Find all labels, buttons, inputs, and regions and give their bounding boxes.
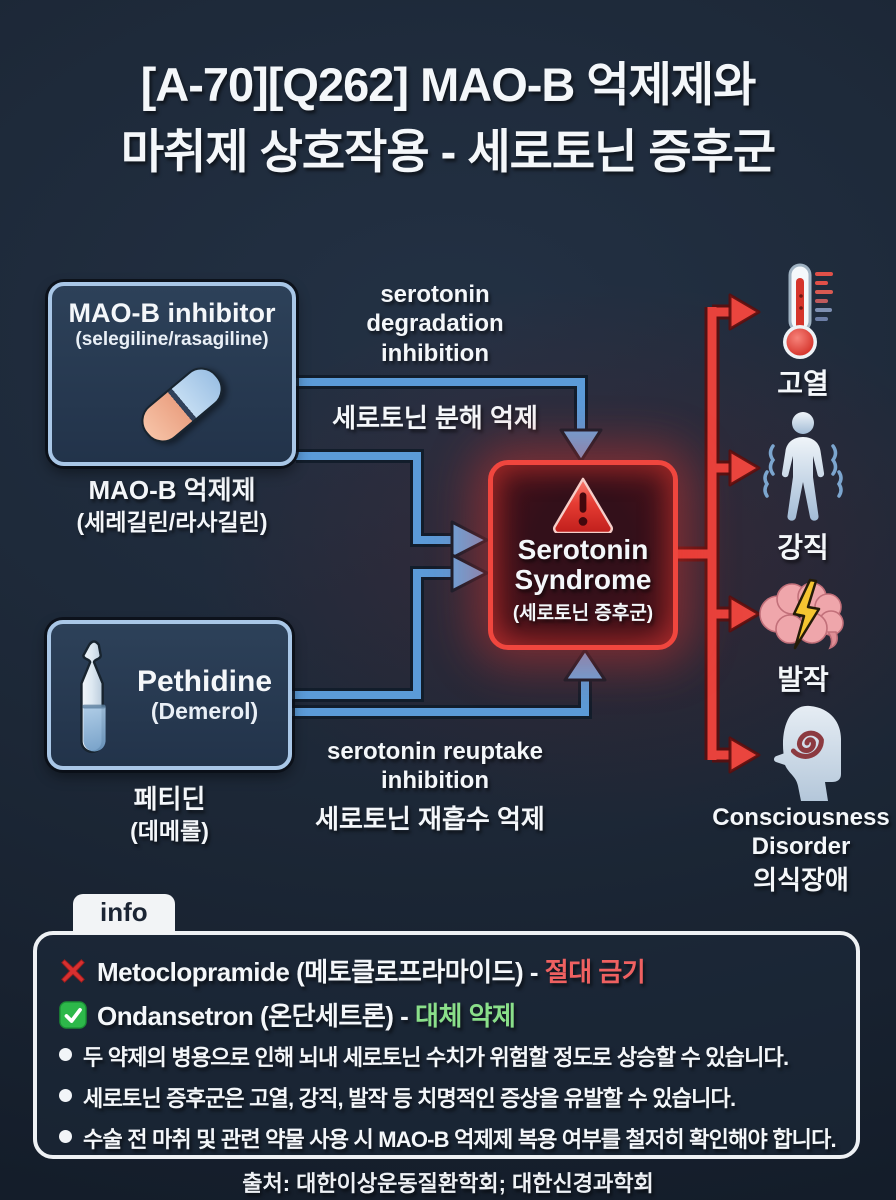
symptom-fever-label: 고열 — [777, 368, 829, 399]
thermometer-icon — [783, 263, 833, 359]
alternative-text: Ondansetron (온단세트론) - 대체 약제 — [97, 996, 516, 1033]
pethidine-box: Pethidine (Demerol) — [47, 620, 292, 770]
alternative-row: Ondansetron (온단세트론) - 대체 약제 — [59, 996, 834, 1033]
info-bullet-3: 수술 전 마취 및 관련 약물 사용 시 MAO-B 억제제 복용 여부를 철저… — [59, 1122, 837, 1154]
symptom-consciousness-en2: Disorder — [751, 832, 851, 860]
mechanism-bottom-en-line2: inhibition — [381, 767, 489, 795]
maob-caption-ko-sub: (세레길린/라사길린) — [76, 508, 268, 535]
pethidine-box-subtitle: (Demerol) — [150, 698, 259, 724]
rigid-person-icon — [763, 412, 843, 521]
contraindicated-text: Metoclopramide (메토클로프라마이드) - 절대 금기 — [97, 952, 646, 989]
syndrome-subtitle: (세로토닌 증후군) — [512, 603, 654, 625]
maob-caption-ko: MAO-B 억제제 — [88, 475, 256, 505]
syndrome-title-line1: Serotonin — [517, 534, 649, 565]
bullet-text-3: 수술 전 마취 및 관련 약물 사용 시 MAO-B 억제제 복용 여부를 철저… — [83, 1127, 837, 1152]
symptom-consciousness-en1: Consciousness — [712, 804, 890, 831]
mechanism-bottom-en-line1: serotonin reuptake — [326, 738, 544, 765]
consciousness-head-icon — [773, 705, 841, 801]
symptom-consciousness-label-en: Consciousness Disorder — [706, 804, 896, 862]
mechanism-top-en: serotonin degradation inhibition — [325, 280, 545, 368]
bullet-text-2: 세로토닌 증후군은 고열, 강직, 발작 등 치명적인 증상을 유발할 수 있습… — [83, 1086, 736, 1111]
pethidine-box-title: Pethidine — [136, 665, 272, 698]
warning-triangle-icon — [553, 477, 613, 533]
mechanism-top-en-line1: serotonin — [380, 281, 490, 308]
symptom-consciousness-label-ko: 의식장애 — [753, 865, 849, 895]
mechanism-bottom-en: serotonin reuptake inhibition — [305, 737, 565, 796]
ampoule-icon — [80, 640, 106, 754]
mechanism-top-en-line3: inhibition — [381, 339, 489, 367]
maob-caption: MAO-B 억제제 (세레길린/라사길린) — [48, 474, 296, 538]
mechanism-top-en-line2: degradation — [366, 310, 504, 338]
contraindicated-drug: Metoclopramide (메토클로프라마이드) - — [97, 957, 545, 987]
bullet-dot — [59, 1048, 72, 1061]
source-footer: 출처: 대한이상운동질환학회; 대한신경과학회 — [242, 1171, 654, 1196]
check-mark-icon — [59, 1000, 87, 1029]
pethidine-caption-ko-sub: (데메롤) — [130, 817, 209, 844]
serotonin-syndrome-box: Serotonin Syndrome (세로토닌 증후군) — [488, 460, 678, 650]
symptom-seizure-label: 발작 — [777, 664, 829, 695]
alternative-drug: Ondansetron (온단세트론) - — [97, 1001, 416, 1031]
pethidine-caption-ko: 페티딘 — [133, 784, 206, 814]
brain-seizure-icon — [759, 578, 844, 650]
alternative-status: 대체 약제 — [415, 1001, 516, 1031]
page-title-line1: [A-70][Q262] MAO-B 억제제와 — [140, 58, 757, 111]
mechanism-bottom-ko: 세로토닌 재흡수 억제 — [315, 804, 545, 834]
page-title-line2: 마취제 상호작용 - 세로토닌 증후군 — [120, 124, 776, 178]
bullet-dot — [59, 1089, 72, 1102]
symptom-rigidity-label: 강직 — [777, 532, 829, 563]
page-title: [A-70][Q262] MAO-B 억제제와 마취제 상호작용 - 세로토닌 … — [0, 52, 896, 185]
contraindicated-row: Metoclopramide (메토클로프라마이드) - 절대 금기 — [59, 952, 834, 989]
maob-box-title: MAO-B inhibitor — [68, 298, 276, 328]
syndrome-title-line2: Syndrome — [514, 563, 652, 595]
bullet-text-1: 두 약제의 병용으로 인해 뇌내 세로토닌 수치가 위험할 정도로 상승할 수 … — [83, 1045, 789, 1070]
info-bullet-2: 세로토닌 증후군은 고열, 강직, 발작 등 치명적인 증상을 유발할 수 있습… — [59, 1081, 834, 1113]
info-panel: Metoclopramide (메토클로프라마이드) - 절대 금기 Ondan… — [33, 931, 860, 1159]
mechanism-top-ko: 세로토닌 분해 억제 — [332, 403, 538, 433]
info-tab: info — [73, 894, 175, 934]
pethidine-caption: 페티딘 (데메롤) — [47, 783, 292, 847]
pill-capsule-icon — [133, 359, 231, 451]
info-bullet-1: 두 약제의 병용으로 인해 뇌내 세로토닌 수치가 위험할 정도로 상승할 수 … — [59, 1040, 834, 1072]
contraindicated-status: 절대 금기 — [544, 957, 646, 987]
maob-box-subtitle: (selegiline/rasagiline) — [75, 328, 269, 350]
bullet-dot — [59, 1130, 72, 1143]
maob-inhibitor-box: MAO-B inhibitor (selegiline/rasagiline) — [48, 282, 296, 466]
cross-mark-icon — [61, 958, 85, 983]
